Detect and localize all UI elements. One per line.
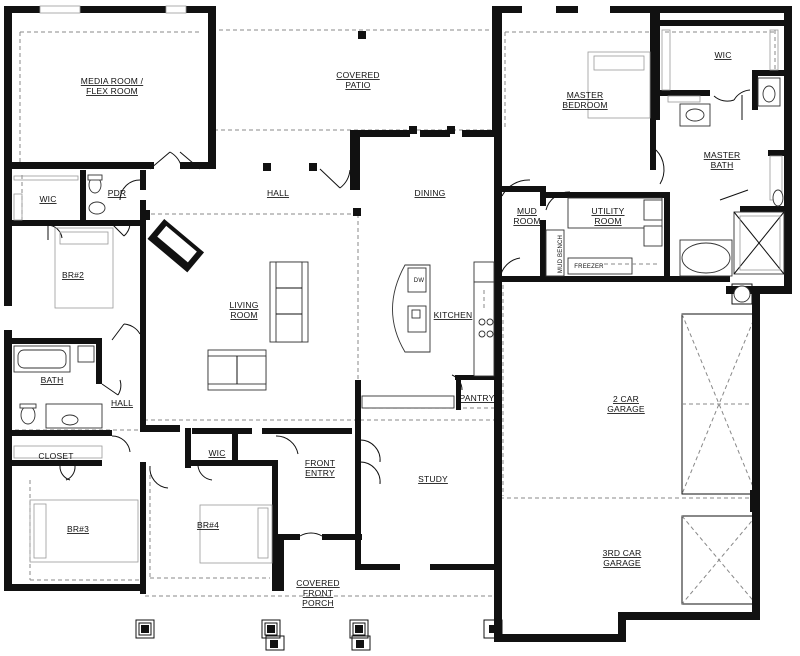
label-3rd-car-garage: 3RD CAR (603, 548, 642, 558)
label-utility-room: UTILITY (591, 206, 624, 216)
label-utility-room-2: ROOM (594, 216, 621, 226)
label-wic-mid: WIC (208, 448, 225, 458)
label-front-entry: FRONT (305, 458, 335, 468)
fixtures (13, 5, 785, 564)
label-bath: BATH (41, 375, 64, 385)
label-pdr: PDR (108, 188, 127, 198)
room-labels: MEDIA ROOM / FLEX ROOM COVERED PATIO MAS… (38, 50, 740, 608)
label-living-room-2: ROOM (230, 310, 257, 320)
posts (263, 31, 455, 216)
doors (47, 89, 751, 537)
label-3rd-car-garage-2: GARAGE (603, 558, 641, 568)
label-media-room-2: FLEX ROOM (86, 86, 138, 96)
label-master-bedroom-2: BEDROOM (562, 100, 607, 110)
walls (4, 6, 792, 642)
label-br2: BR#2 (62, 270, 84, 280)
label-hall-left: HALL (111, 398, 133, 408)
label-pantry: PANTRY (460, 393, 495, 403)
label-master-bath-2: BATH (711, 160, 734, 170)
label-wic-left: WIC (39, 194, 56, 204)
label-front-entry-2: ENTRY (305, 468, 335, 478)
label-study: STUDY (418, 474, 448, 484)
label-br4: BR#4 (197, 520, 219, 530)
label-covered-patio: COVERED (336, 70, 379, 80)
label-mud-room-2: ROOM (513, 216, 540, 226)
label-master-bedroom: MASTER (567, 90, 604, 100)
label-freezer: FREEZER (574, 264, 604, 270)
label-wic-master: WIC (714, 50, 731, 60)
label-2-car-garage-2: GARAGE (607, 404, 645, 414)
label-closet: CLOSET (38, 451, 73, 461)
porch-columns (135, 619, 503, 651)
label-covered-front-porch: COVERED (296, 578, 339, 588)
garage-door-1 (681, 313, 757, 495)
garage-door-2 (681, 515, 757, 605)
label-dining: DINING (415, 188, 446, 198)
label-br3: BR#3 (67, 524, 89, 534)
label-living-room: LIVING (229, 300, 258, 310)
label-media-room: MEDIA ROOM / (81, 76, 144, 86)
label-2-car-garage: 2 CAR (613, 394, 639, 404)
label-master-bath: MASTER (704, 150, 741, 160)
label-mud-bench: MUD BENCH (558, 235, 564, 273)
label-covered-patio-2: PATIO (345, 80, 370, 90)
label-hall-top: HALL (267, 188, 289, 198)
label-covered-front-porch-2: FRONT (303, 588, 333, 598)
label-mud-room: MUD (517, 206, 537, 216)
label-kitchen: KITCHEN (434, 310, 473, 320)
label-dishwasher: DW (414, 278, 425, 284)
label-covered-front-porch-3: PORCH (302, 598, 334, 608)
